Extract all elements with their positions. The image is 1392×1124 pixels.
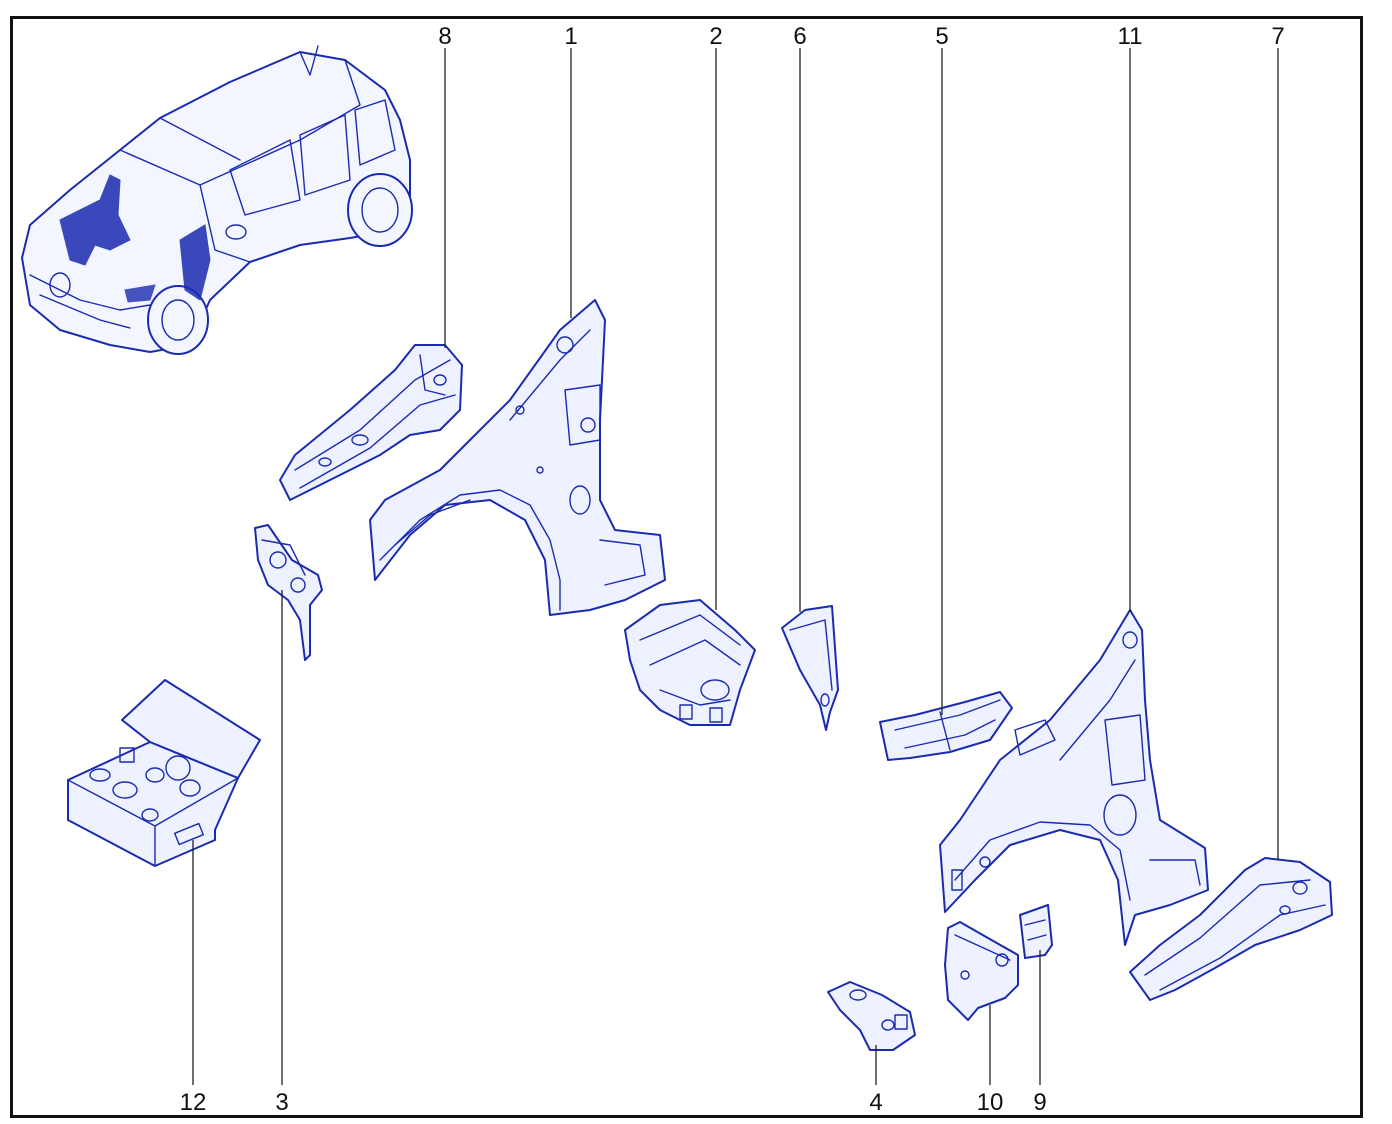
part-1-illustration xyxy=(369,299,666,616)
part-10-illustration xyxy=(944,921,1019,1021)
part-5-illustration xyxy=(879,691,1013,761)
part-2-illustration xyxy=(624,599,756,726)
callout-12: 12 xyxy=(180,1089,207,1116)
part-8-illustration xyxy=(279,344,463,501)
vehicle-overview-illustration xyxy=(21,45,413,355)
part-6-illustration xyxy=(781,605,839,731)
leader-lines xyxy=(192,48,1279,1085)
callout-8: 8 xyxy=(438,23,451,50)
callout-labels: 8 1 2 6 5 11 7 12 3 4 10 9 xyxy=(180,23,1285,1116)
part-12-illustration xyxy=(67,679,261,867)
callout-11: 11 xyxy=(1118,23,1143,50)
callout-7: 7 xyxy=(1271,23,1284,50)
callout-9: 9 xyxy=(1033,1089,1046,1116)
part-3-illustration xyxy=(254,524,323,661)
callout-2: 2 xyxy=(709,23,722,50)
callout-4: 4 xyxy=(869,1089,882,1116)
part-9-illustration xyxy=(1019,904,1053,959)
callout-3: 3 xyxy=(275,1089,288,1116)
callout-1: 1 xyxy=(564,23,577,50)
callout-5: 5 xyxy=(935,23,948,50)
callout-6: 6 xyxy=(793,23,806,50)
part-4-illustration xyxy=(827,981,916,1051)
part-7-illustration xyxy=(1129,857,1333,1001)
part-11-illustration xyxy=(939,609,1209,946)
callout-10: 10 xyxy=(977,1089,1004,1116)
